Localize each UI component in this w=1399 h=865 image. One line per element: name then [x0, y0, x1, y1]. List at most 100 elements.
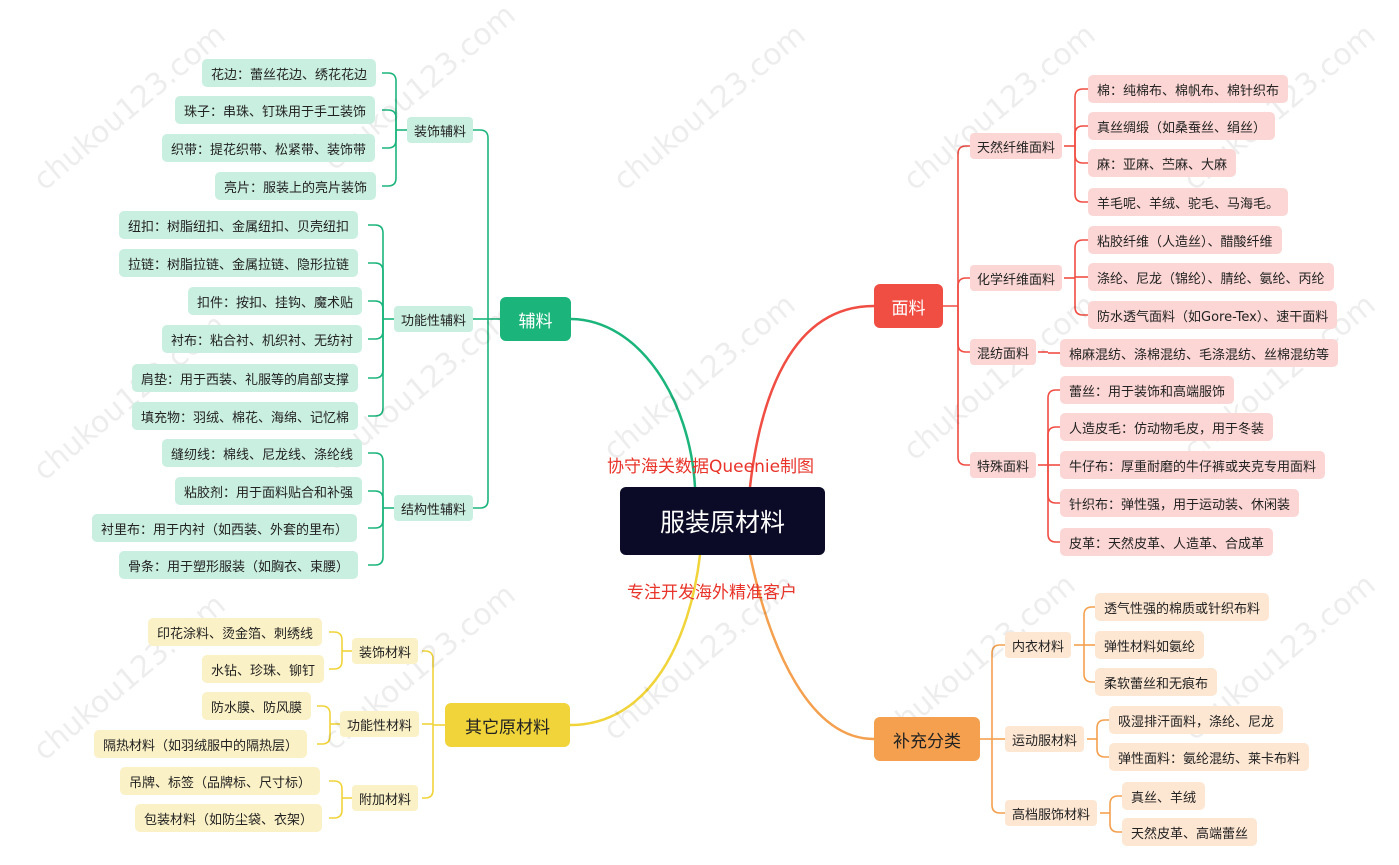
connector	[1109, 795, 1122, 813]
connector	[368, 490, 384, 508]
group-additional-materials[interactable]: 附加材料	[352, 785, 419, 811]
leaf-item[interactable]: 衬布：粘合衬、机织衬、无纺衬	[162, 325, 363, 353]
connector	[368, 262, 384, 319]
leaf-item[interactable]: 羊毛呢、羊绒、驼毛、马海毛。	[1088, 188, 1289, 216]
connector	[368, 319, 384, 340]
connector	[329, 798, 343, 819]
connector	[957, 306, 970, 353]
leaf-item[interactable]: 人造皮毛：仿动物毛皮，用于冬装	[1060, 413, 1274, 441]
connector	[329, 651, 343, 670]
leaf-item[interactable]: 织带：提花织带、松紧带、装饰带	[162, 134, 376, 162]
connector	[368, 319, 384, 417]
group-functional-materials[interactable]: 功能性材料	[340, 711, 420, 737]
group-underwear[interactable]: 内衣材料	[1005, 632, 1072, 658]
connector	[1074, 239, 1088, 278]
branch-qita[interactable]: 其它原材料	[445, 703, 570, 747]
connector	[317, 724, 331, 745]
credit-note: 协守海关数据Queenie制图	[607, 457, 815, 477]
leaf-item[interactable]: 天然皮革、高端蕾丝	[1122, 818, 1258, 846]
leaf-item[interactable]: 透气性强的棉质或针织布料	[1095, 593, 1270, 621]
connector	[957, 277, 970, 306]
branch-mianliao[interactable]: 面料	[874, 284, 943, 328]
connector	[368, 452, 384, 508]
leaf-item[interactable]: 扣件：按扣、挂钩、魔术贴	[188, 287, 363, 315]
connector	[957, 306, 970, 466]
leaf-item[interactable]: 弹性面料：氨纶混纺、莱卡布料	[1109, 743, 1310, 771]
tagline-note: 专注开发海外精准客户	[627, 583, 797, 603]
connector	[957, 145, 970, 306]
leaf-item[interactable]: 隔热材料（如羽绒服中的隔热层）	[94, 730, 308, 758]
leaf-item[interactable]: 珠子：串珠、钉珠用于手工装饰	[175, 96, 376, 124]
leaf-item[interactable]: 柔软蕾丝和无痕布	[1095, 668, 1218, 696]
leaf-item[interactable]: 骨条：用于塑形服装（如胸衣、束腰）	[119, 551, 359, 579]
leaf-item[interactable]: 纽扣：树脂纽扣、金属纽扣、贝壳纽扣	[119, 211, 359, 239]
group-decorative-accessories[interactable]: 装饰辅料	[407, 117, 474, 143]
group-chemical-fiber[interactable]: 化学纤维面料	[970, 265, 1063, 291]
connector	[1096, 739, 1109, 758]
connector	[382, 72, 397, 130]
leaf-item[interactable]: 衬里布：用于内衬（如西装、外套的里布）	[92, 514, 358, 542]
root-node[interactable]: 服装原材料	[620, 487, 825, 555]
leaf-item[interactable]: 棉麻混纺、涤棉混纺、毛涤混纺、丝棉混纺等	[1060, 339, 1339, 367]
leaf-item[interactable]: 吸湿排汗面料，涤纶、尼龙	[1109, 706, 1284, 734]
connector	[382, 109, 397, 130]
leaf-item[interactable]: 亮片：服装上的亮片装饰	[215, 172, 377, 200]
leaf-item[interactable]: 涤纶、尼龙（锦纶）、腈纶、氨纶、丙纶	[1088, 263, 1334, 291]
connector	[570, 317, 697, 488]
connector	[422, 725, 434, 799]
leaf-item[interactable]: 真丝、羊绒	[1122, 782, 1206, 810]
leaf-item[interactable]: 肩垫：用于西装、礼服等的肩部支撑	[132, 364, 359, 392]
leaf-item[interactable]: 花边：蕾丝花边、绣花花边	[202, 59, 377, 87]
connector	[1083, 645, 1095, 683]
connector	[991, 644, 1005, 739]
connector	[748, 304, 875, 488]
group-functional-accessories[interactable]: 功能性辅料	[394, 306, 474, 332]
connector	[329, 780, 343, 798]
leaf-item[interactable]: 蕾丝：用于装饰和高端服饰	[1060, 376, 1235, 404]
group-special[interactable]: 特殊面料	[970, 452, 1037, 478]
leaf-item[interactable]: 缝纫线：棉线、尼龙线、涤纶线	[162, 439, 363, 467]
connector	[1074, 146, 1088, 203]
connector	[368, 508, 384, 529]
leaf-item[interactable]: 填充物：羽绒、棉花、海绵、记忆棉	[132, 402, 359, 430]
connector	[329, 631, 343, 651]
connector	[368, 300, 384, 319]
leaf-item[interactable]: 防水透气面料（如Gore-Tex）、速干面料	[1088, 301, 1338, 329]
leaf-item[interactable]: 拉链：树脂拉链、金属拉链、隐形拉链	[119, 249, 359, 277]
leaf-item[interactable]: 棉：纯棉布、棉帆布、棉针织布	[1088, 75, 1289, 103]
leaf-item[interactable]: 包装材料（如防尘袋、衣架）	[135, 804, 323, 832]
leaf-item[interactable]: 水钻、珍珠、铆钉	[202, 655, 325, 683]
leaf-item[interactable]: 弹性材料如氨纶	[1095, 631, 1205, 659]
group-structural-accessories[interactable]: 结构性辅料	[394, 495, 474, 521]
leaf-item[interactable]: 皮革：天然皮革、人造革、合成革	[1060, 528, 1274, 556]
group-sportswear[interactable]: 运动服材料	[1005, 726, 1085, 752]
connector	[473, 129, 489, 319]
connector	[1109, 813, 1122, 833]
leaf-item[interactable]: 针织布：弹性强，用于运动装、休闲装	[1060, 489, 1300, 517]
connector	[1047, 389, 1060, 465]
group-blended[interactable]: 混纺面料	[970, 339, 1037, 365]
connector	[368, 319, 384, 379]
leaf-item[interactable]: 牛仔布：厚重耐磨的牛仔裤或夹克专用面料	[1060, 451, 1326, 479]
connector	[1047, 426, 1060, 465]
leaf-item[interactable]: 印花涂料、烫金箔、刺绣线	[148, 618, 323, 646]
connector	[368, 508, 384, 566]
leaf-item[interactable]: 粘胶剂：用于面料贴合和补强	[175, 477, 363, 505]
connector	[1074, 125, 1088, 146]
group-natural-fiber[interactable]: 天然纤维面料	[970, 133, 1063, 159]
leaf-item[interactable]: 粘胶纤维（人造丝）、醋酸纤维	[1088, 226, 1282, 254]
group-decorative-materials[interactable]: 装饰材料	[352, 638, 419, 664]
leaf-item[interactable]: 吊牌、标签（品牌标、尺寸标）	[120, 767, 321, 795]
leaf-item[interactable]: 麻：亚麻、苎麻、大麻	[1088, 149, 1237, 177]
connector	[1047, 465, 1060, 504]
connector	[748, 554, 875, 741]
connector	[991, 739, 1005, 814]
branch-buchong[interactable]: 补充分类	[874, 717, 980, 761]
connector	[382, 130, 397, 187]
branch-fuliao[interactable]: 辅料	[500, 297, 571, 341]
leaf-item[interactable]: 真丝绸缎（如桑蚕丝、绢丝）	[1088, 112, 1276, 140]
leaf-item[interactable]: 防水膜、防风膜	[202, 692, 312, 720]
group-luxury[interactable]: 高档服饰材料	[1005, 800, 1098, 826]
connector	[1047, 465, 1060, 543]
